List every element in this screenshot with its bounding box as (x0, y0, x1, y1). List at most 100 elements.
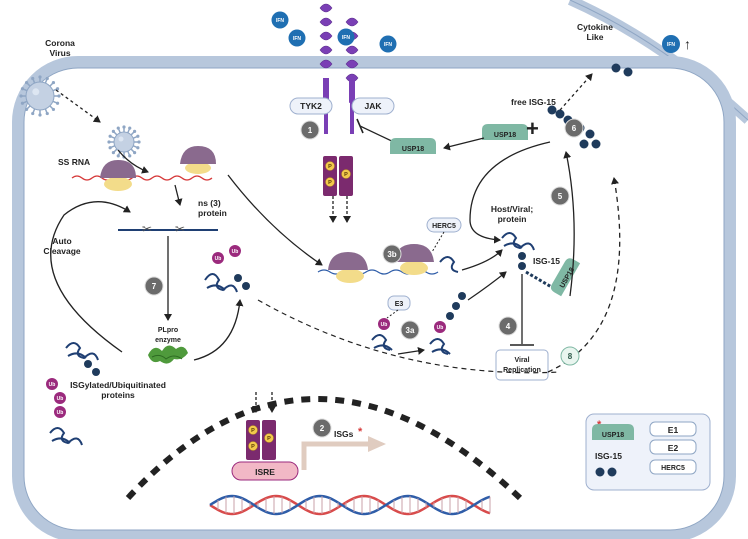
phospho-marker: P (248, 425, 258, 435)
legend-e2: E2 (649, 439, 697, 455)
isgylation-arrow (467, 271, 507, 301)
svg-text:JAK: JAK (364, 101, 382, 111)
svg-text:5: 5 (558, 192, 563, 201)
legend-e1: E1 (649, 421, 697, 437)
ubiquitinated-protein-icon (204, 273, 238, 293)
plpro-enzyme-icon (148, 345, 188, 364)
svg-text:7: 7 (152, 282, 157, 291)
ribosome-icon (180, 146, 216, 174)
ribosome-icon (394, 244, 434, 275)
stat-dimer: P P P (246, 420, 276, 460)
svg-text:P: P (251, 444, 255, 450)
scissors-icon: ✂ (175, 222, 185, 236)
step-badge-1: 1 (300, 120, 320, 140)
ub-tag: Ub (54, 406, 66, 418)
nucleus-envelope (125, 396, 523, 501)
ifn-ligand: IFN (379, 35, 397, 53)
isg15-beads (84, 360, 100, 376)
ribosome-icon (328, 252, 368, 283)
svg-text:IFN: IFN (276, 18, 284, 24)
corona-virus-icon (107, 125, 141, 159)
isg15-label: ISG-15 (533, 256, 560, 266)
svg-text:1: 1 (308, 126, 313, 135)
step-badge-6: 6 (564, 118, 584, 138)
translation-arrow (174, 184, 183, 206)
isg15-release-arrow (563, 151, 575, 297)
svg-text:Ub: Ub (437, 325, 444, 331)
svg-text:6: 6 (572, 124, 577, 133)
host-viral-protein-icon (501, 232, 535, 251)
jak-kinase: JAK (351, 97, 395, 115)
ss-rna-strand (71, 175, 213, 181)
ub-tag: Ub (212, 252, 224, 264)
stat-dimer: P P P (323, 156, 353, 196)
svg-text:TYK2: TYK2 (300, 101, 322, 111)
phospho-marker: P (341, 169, 351, 179)
ifn-ligand: IFN (662, 35, 680, 53)
svg-text:HERC5: HERC5 (661, 465, 685, 472)
conjugation-arrow (469, 141, 551, 244)
ss-rna-label: SS RNA (58, 157, 90, 167)
isgylated-protein-icon (65, 342, 99, 361)
phospho-marker: P (325, 161, 335, 171)
ub-tag: Ub (46, 378, 58, 390)
svg-text:3b: 3b (387, 250, 396, 259)
step-badge-5: 5 (550, 186, 570, 206)
svg-text:P: P (267, 436, 271, 442)
phospho-marker: P (248, 441, 258, 451)
legend-usp18: USP18 (592, 424, 634, 440)
phospho-marker: P (264, 433, 274, 443)
usp18-transfer-arrow (443, 137, 485, 151)
legend-isg15-beads (595, 467, 617, 477)
svg-text:USP18: USP18 (494, 132, 516, 139)
isg15-beads (518, 252, 526, 270)
svg-text:P: P (344, 172, 348, 178)
ub-tag: Ub (378, 318, 390, 330)
svg-text:8: 8 (568, 352, 573, 361)
isgylation-arrow (397, 346, 425, 355)
ub-tag: Ub (229, 245, 241, 257)
svg-text:E1: E1 (668, 425, 679, 435)
svg-text:IFN: IFN (667, 42, 675, 48)
arrow-up-icon: ↑ (684, 36, 691, 52)
plus-sign: + (526, 116, 539, 141)
usp18-enzyme: USP18 (482, 124, 528, 140)
svg-text:Ub: Ub (232, 249, 239, 255)
legend-isg15-label: ISG-15 (595, 451, 622, 461)
isgs-mark: * (358, 426, 363, 438)
svg-text:USP18: USP18 (402, 146, 424, 153)
isg15-beads (547, 105, 601, 149)
corona-virus-icon (19, 75, 61, 117)
rna-transport-arrow (227, 174, 323, 266)
isg15-beads (446, 292, 466, 320)
cell-membrane (12, 56, 736, 539)
ubiquitinated-protein-icon (371, 334, 393, 351)
step-badge-8: 8 (560, 346, 580, 366)
e3-badge: E3 (387, 295, 411, 311)
transcription-arrow (301, 441, 370, 470)
protein-output-arrow (461, 249, 503, 271)
isgs-label: ISGs (334, 429, 354, 439)
ifn-ligand: IFN (271, 11, 289, 29)
svg-text:IFN: IFN (384, 42, 392, 48)
translation-arrow (117, 149, 149, 174)
svg-text:P: P (328, 180, 332, 186)
auto-cleavage-arrow (50, 201, 131, 353)
phospho-marker: P (325, 177, 335, 187)
svg-text:P: P (251, 428, 255, 434)
legend-box: * USP18 E1 E2 ISG-15 HERC5 (585, 413, 711, 491)
svg-text:4: 4 (506, 322, 511, 331)
step-badge-7: 7 (144, 276, 164, 296)
svg-text:E2: E2 (668, 443, 679, 453)
free-isg15-label: free ISG-15 (511, 97, 556, 107)
svg-text:E3: E3 (395, 301, 404, 308)
svg-text:Ub: Ub (57, 410, 64, 416)
